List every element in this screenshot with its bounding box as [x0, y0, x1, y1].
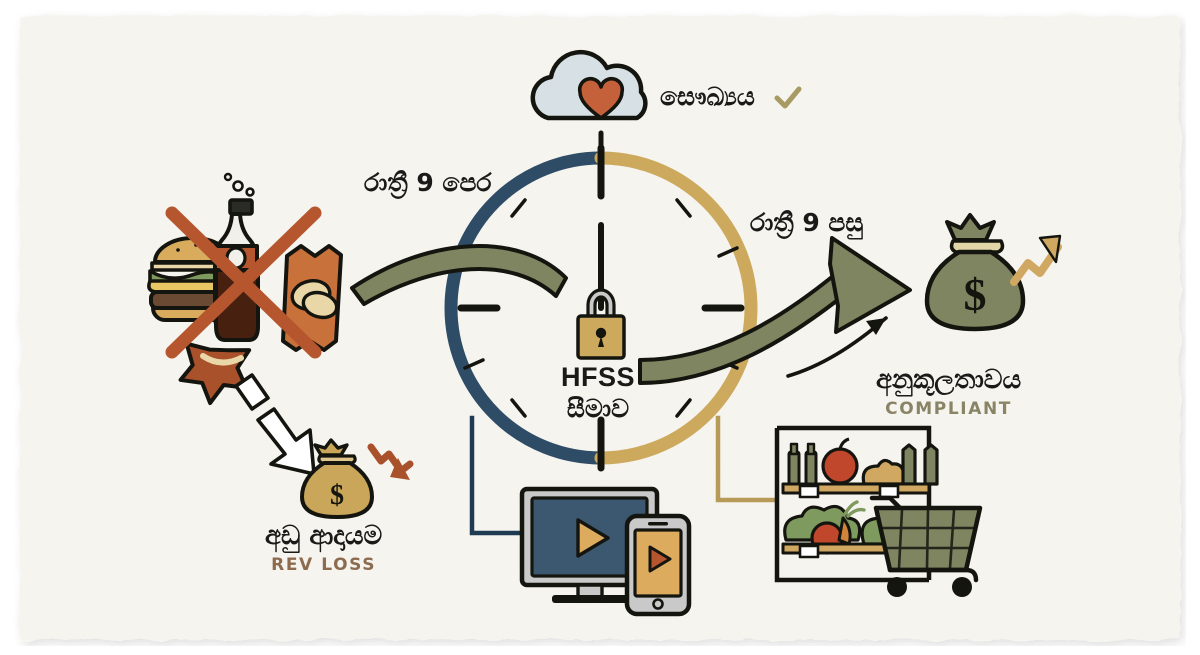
label-after-nine: රාත්‍රී 9 පසු: [750, 208, 864, 237]
grocery-store-group: [774, 425, 983, 597]
smartphone-icon: [624, 513, 692, 617]
padlock-icon: [576, 288, 626, 360]
svg-text:$: $: [330, 480, 344, 511]
label-hfss-limit: HFSS සීමාව: [561, 362, 635, 424]
label-health: සෞඛ්‍යය: [660, 82, 803, 112]
cross-out-overlay: [165, 206, 322, 359]
junk-food-group: [147, 172, 343, 406]
television-icon: [519, 486, 660, 603]
shopping-cart-icon: [869, 495, 983, 597]
label-hfss-title: HFSS: [561, 362, 636, 392]
connector-clock-to-store: [715, 415, 778, 503]
label-revenue-loss: අඩු ආදායම REV LOSS: [265, 521, 382, 575]
label-health-text: සෞඛ්‍යය: [660, 82, 755, 111]
money-bag-down-icon: $: [300, 438, 414, 519]
candy-icon: [178, 341, 252, 406]
hfss-clock: [444, 144, 758, 472]
money-bag-up-icon: $: [924, 213, 1062, 332]
label-hfss-subtitle: සීමාව: [566, 393, 630, 423]
flow-arrow-outbound: [638, 236, 912, 385]
clock-arc-before-nine: [444, 151, 608, 465]
chips-bag-icon: [281, 244, 343, 352]
label-compliant-sub: COMPLIANT: [885, 398, 1012, 419]
shop-shelf-icon: [774, 425, 939, 583]
decline-arrow: [234, 373, 316, 476]
check-icon: [774, 86, 802, 109]
media-screens-group: [519, 486, 692, 617]
label-compliant: අනුකූලතාවය COMPLIANT: [876, 365, 1021, 419]
cloud-heart-icon: [530, 49, 648, 121]
clock-arc-after-nine-base: [594, 151, 758, 465]
label-revloss-sub: REV LOSS: [271, 554, 377, 575]
connector-clock-to-screens: [469, 415, 521, 536]
svg-text:$: $: [964, 269, 987, 320]
label-compliant-text: අනුකූලතාවය: [876, 365, 1022, 395]
flow-arrow-inbound: [350, 244, 568, 306]
label-before-nine: රාත්‍රී 9 පෙර: [364, 168, 492, 197]
label-revloss-text: අඩු ආදායම: [265, 521, 383, 551]
accent-arrow: [786, 316, 888, 378]
